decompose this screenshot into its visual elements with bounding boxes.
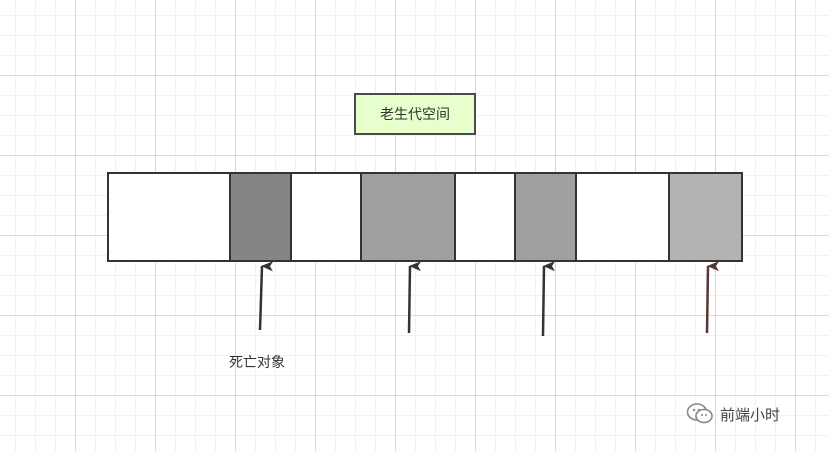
arrow-4 [705, 261, 720, 334]
watermark-text: 前端小时 [720, 405, 781, 424]
dead-object-block-4 [359, 172, 455, 262]
old-generation-memory-bar [107, 172, 743, 262]
live-object-block-5 [454, 172, 515, 262]
live-object-block-7 [574, 172, 669, 262]
watermark: 前端小时 [686, 402, 780, 426]
dead-object-block-2 [229, 172, 290, 262]
old-generation-title-box: 老生代空间 [354, 93, 476, 135]
live-object-block-3 [289, 172, 360, 262]
dead-object-caption: 死亡对象 [229, 355, 285, 371]
wechat-icon [686, 403, 713, 424]
old-generation-title: 老生代空间 [380, 107, 450, 123]
arrow-3 [541, 261, 556, 337]
live-object-block-1 [107, 172, 230, 262]
arrow-2 [407, 261, 422, 334]
dead-object-block-6 [514, 172, 575, 262]
arrow-1 [258, 261, 274, 331]
dead-object-block-8 [668, 172, 743, 262]
